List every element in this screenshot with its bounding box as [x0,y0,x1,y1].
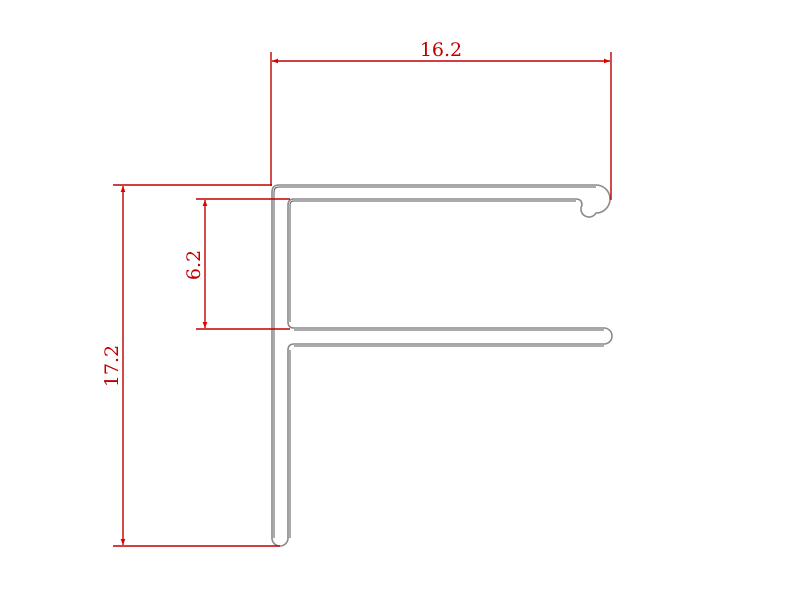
dimension-label-height: 17.2 [101,345,123,387]
dimension-label-width: 16.2 [420,39,462,61]
profile-outer-edge [271,184,613,547]
dimension-gap [196,198,290,330]
dimension-width [270,52,612,200]
dimension-label-gap: 6.2 [183,250,205,280]
profile-inner-shading [273,186,604,538]
profile-outline [271,184,613,547]
dimension-height [113,184,280,547]
